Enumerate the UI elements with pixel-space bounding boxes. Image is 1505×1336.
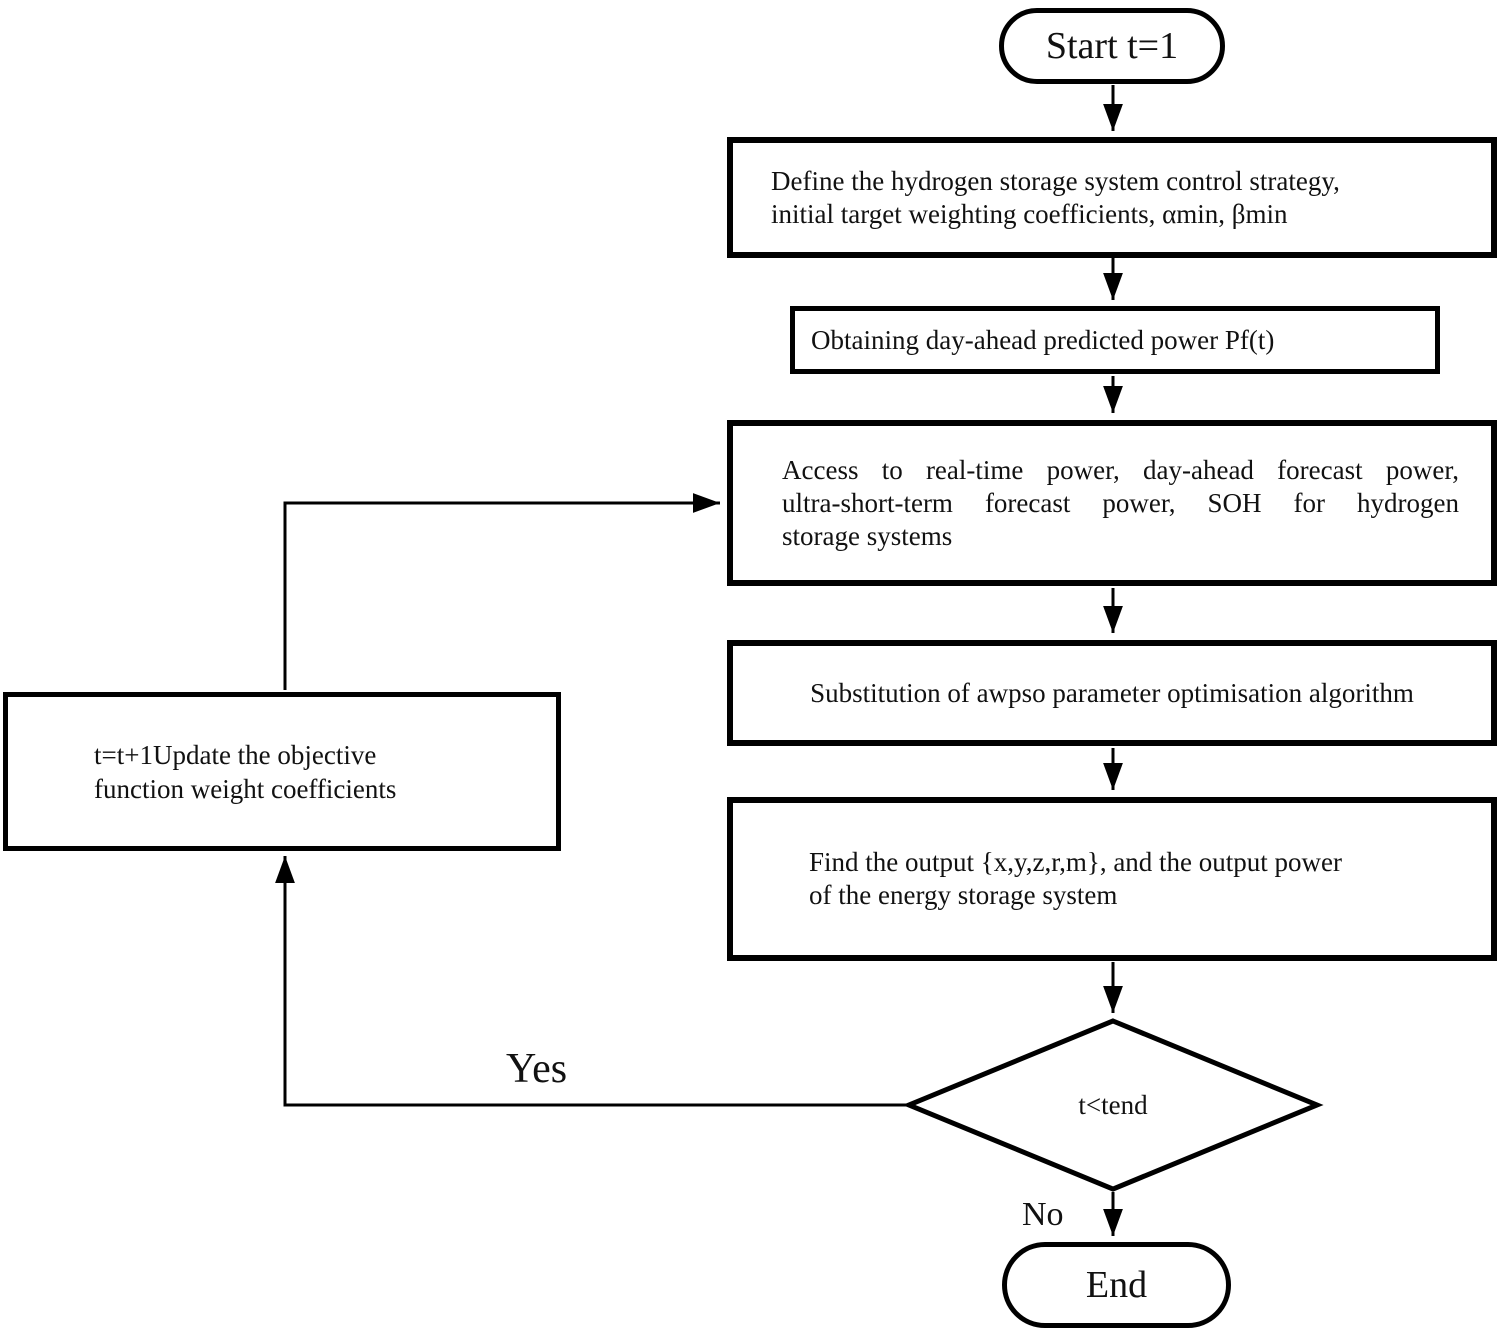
define-strategy-label: Define the hydrogen storage system contr… — [771, 165, 1340, 229]
access-power-node: Access to real-time power, day-ahead for… — [727, 420, 1497, 586]
find-output-label: Find the output {x,y,z,r,m}, and the out… — [809, 847, 1343, 910]
end-label: End — [1085, 1264, 1148, 1306]
start-label: Start t=1 — [1045, 25, 1179, 67]
find-output-node: Find the output {x,y,z,r,m}, and the out… — [727, 797, 1497, 961]
end-node: End — [1002, 1242, 1231, 1328]
update-weights-node: t=t+1Update the objective function weigh… — [3, 692, 561, 851]
access-line-3: storage systems — [782, 520, 953, 551]
obtain-power-node: Obtaining day-ahead predicted power Pf(t… — [790, 306, 1440, 374]
arrow-decision-yes-to-update — [275, 856, 908, 1107]
access-power-label: Access to real-time power, day-ahead for… — [782, 454, 1459, 553]
yes-edge-label: Yes — [506, 1046, 568, 1092]
no-edge-label: No — [1022, 1196, 1064, 1233]
decision-label: t<tend — [1078, 1090, 1148, 1120]
arrow-update-to-access — [283, 493, 720, 690]
obtain-power-label: Obtaining day-ahead predicted power Pf(t… — [811, 324, 1275, 355]
substitute-awpso-node: Substitution of awpso parameter optimisa… — [727, 640, 1497, 746]
update-weights-label: t=t+1Update the objective function weigh… — [94, 739, 397, 804]
decision-diamond — [902, 1018, 1324, 1192]
access-line-1: Access to real-time power, day-ahead for… — [782, 454, 1459, 485]
start-node: Start t=1 — [999, 8, 1225, 84]
access-line-2: ultra-short-term forecast power, SOH for… — [782, 487, 1459, 518]
substitute-awpso-label: Substitution of awpso parameter optimisa… — [810, 677, 1414, 708]
define-strategy-node: Define the hydrogen storage system contr… — [727, 137, 1497, 258]
